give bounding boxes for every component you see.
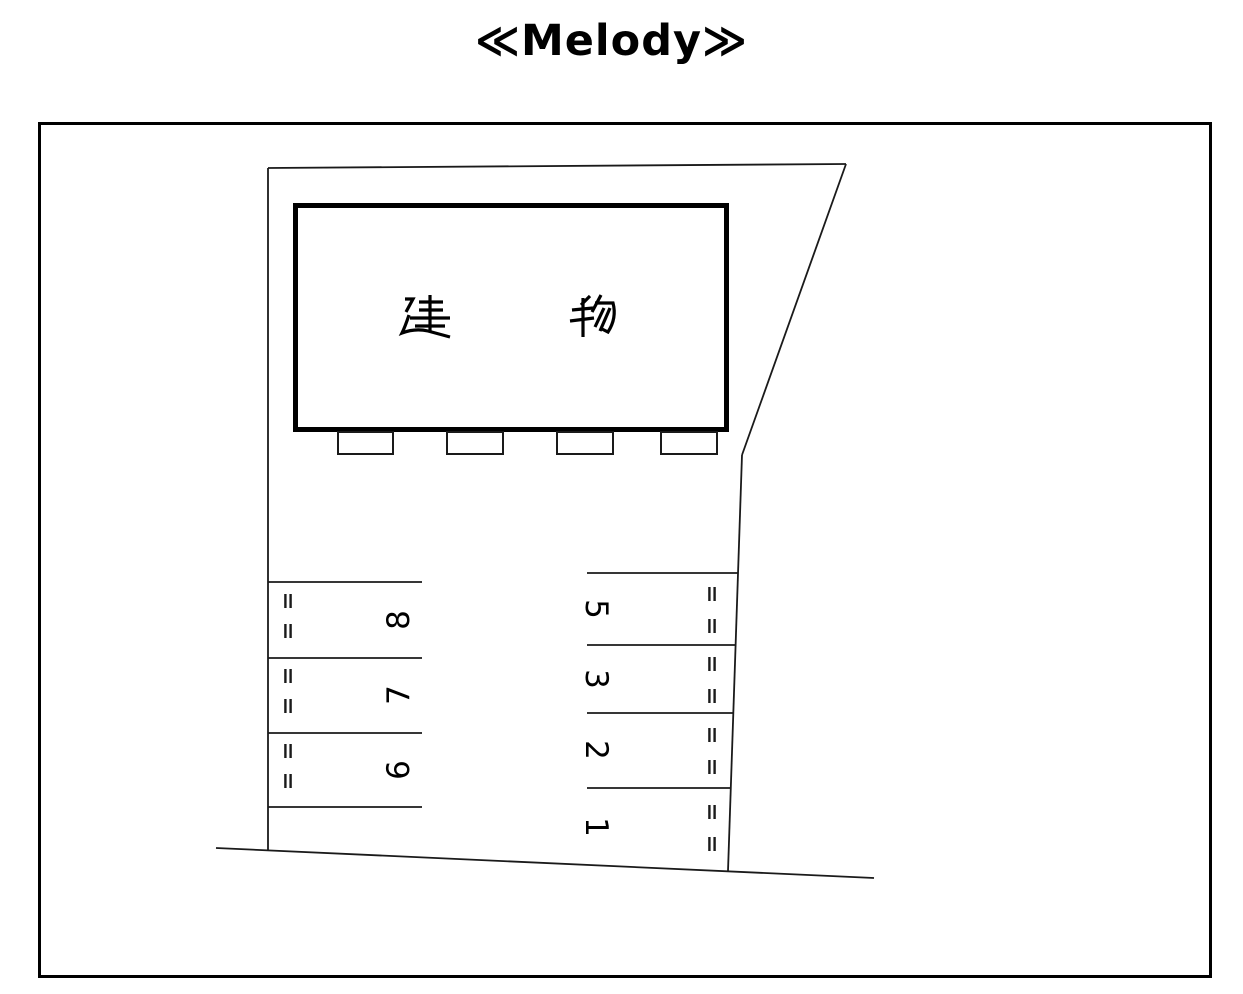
building-outline [293, 203, 729, 432]
entrance-step [556, 431, 614, 455]
entrance-steps [337, 431, 718, 455]
wheel-stopper-mark [708, 835, 716, 853]
site-boundary-top [267, 163, 847, 169]
stall-number-8: 8 [381, 610, 417, 630]
property-title: ≪Melody≫ [474, 16, 749, 66]
building-label-kanji-butsu [569, 294, 616, 337]
plan-outer-border [38, 122, 1212, 978]
stall-number-3: 3 [578, 669, 614, 689]
wheel-stopper-mark [284, 592, 292, 610]
building-label-art [398, 294, 616, 339]
wheel-stopper-mark [708, 726, 716, 744]
wheel-stopper-mark [708, 655, 716, 673]
site-boundary-right-lower [727, 454, 743, 872]
wheel-stopper-mark [284, 667, 292, 685]
wheel-stopper-mark [284, 742, 292, 760]
wheel-stopper-mark [708, 803, 716, 821]
wheel-stopper-mark [708, 758, 716, 776]
wheel-stopper-mark [708, 585, 716, 603]
wheel-stopper-mark [708, 617, 716, 635]
site-boundary-right-upper [741, 163, 847, 456]
site-boundary-bottom [215, 847, 875, 879]
stall-number-5: 5 [578, 599, 614, 619]
wheel-stopper-mark [284, 697, 292, 715]
wheel-stopper-mark [284, 772, 292, 790]
entrance-step [337, 431, 394, 455]
stall-number-6: 6 [381, 760, 417, 780]
stall-number-2: 2 [578, 740, 614, 760]
entrance-step [660, 431, 718, 455]
parking-right-column: 5 3 2 1 [578, 572, 738, 853]
wheel-stopper-mark [284, 622, 292, 640]
stall-number-1: 1 [578, 817, 614, 837]
site-boundary [215, 163, 875, 879]
parking-left-column: 8 7 6 [268, 581, 422, 808]
stall-number-7: 7 [381, 685, 417, 705]
wheel-stopper-mark [708, 687, 716, 705]
entrance-step [446, 431, 504, 455]
building-label-kanji-ken [398, 295, 451, 339]
